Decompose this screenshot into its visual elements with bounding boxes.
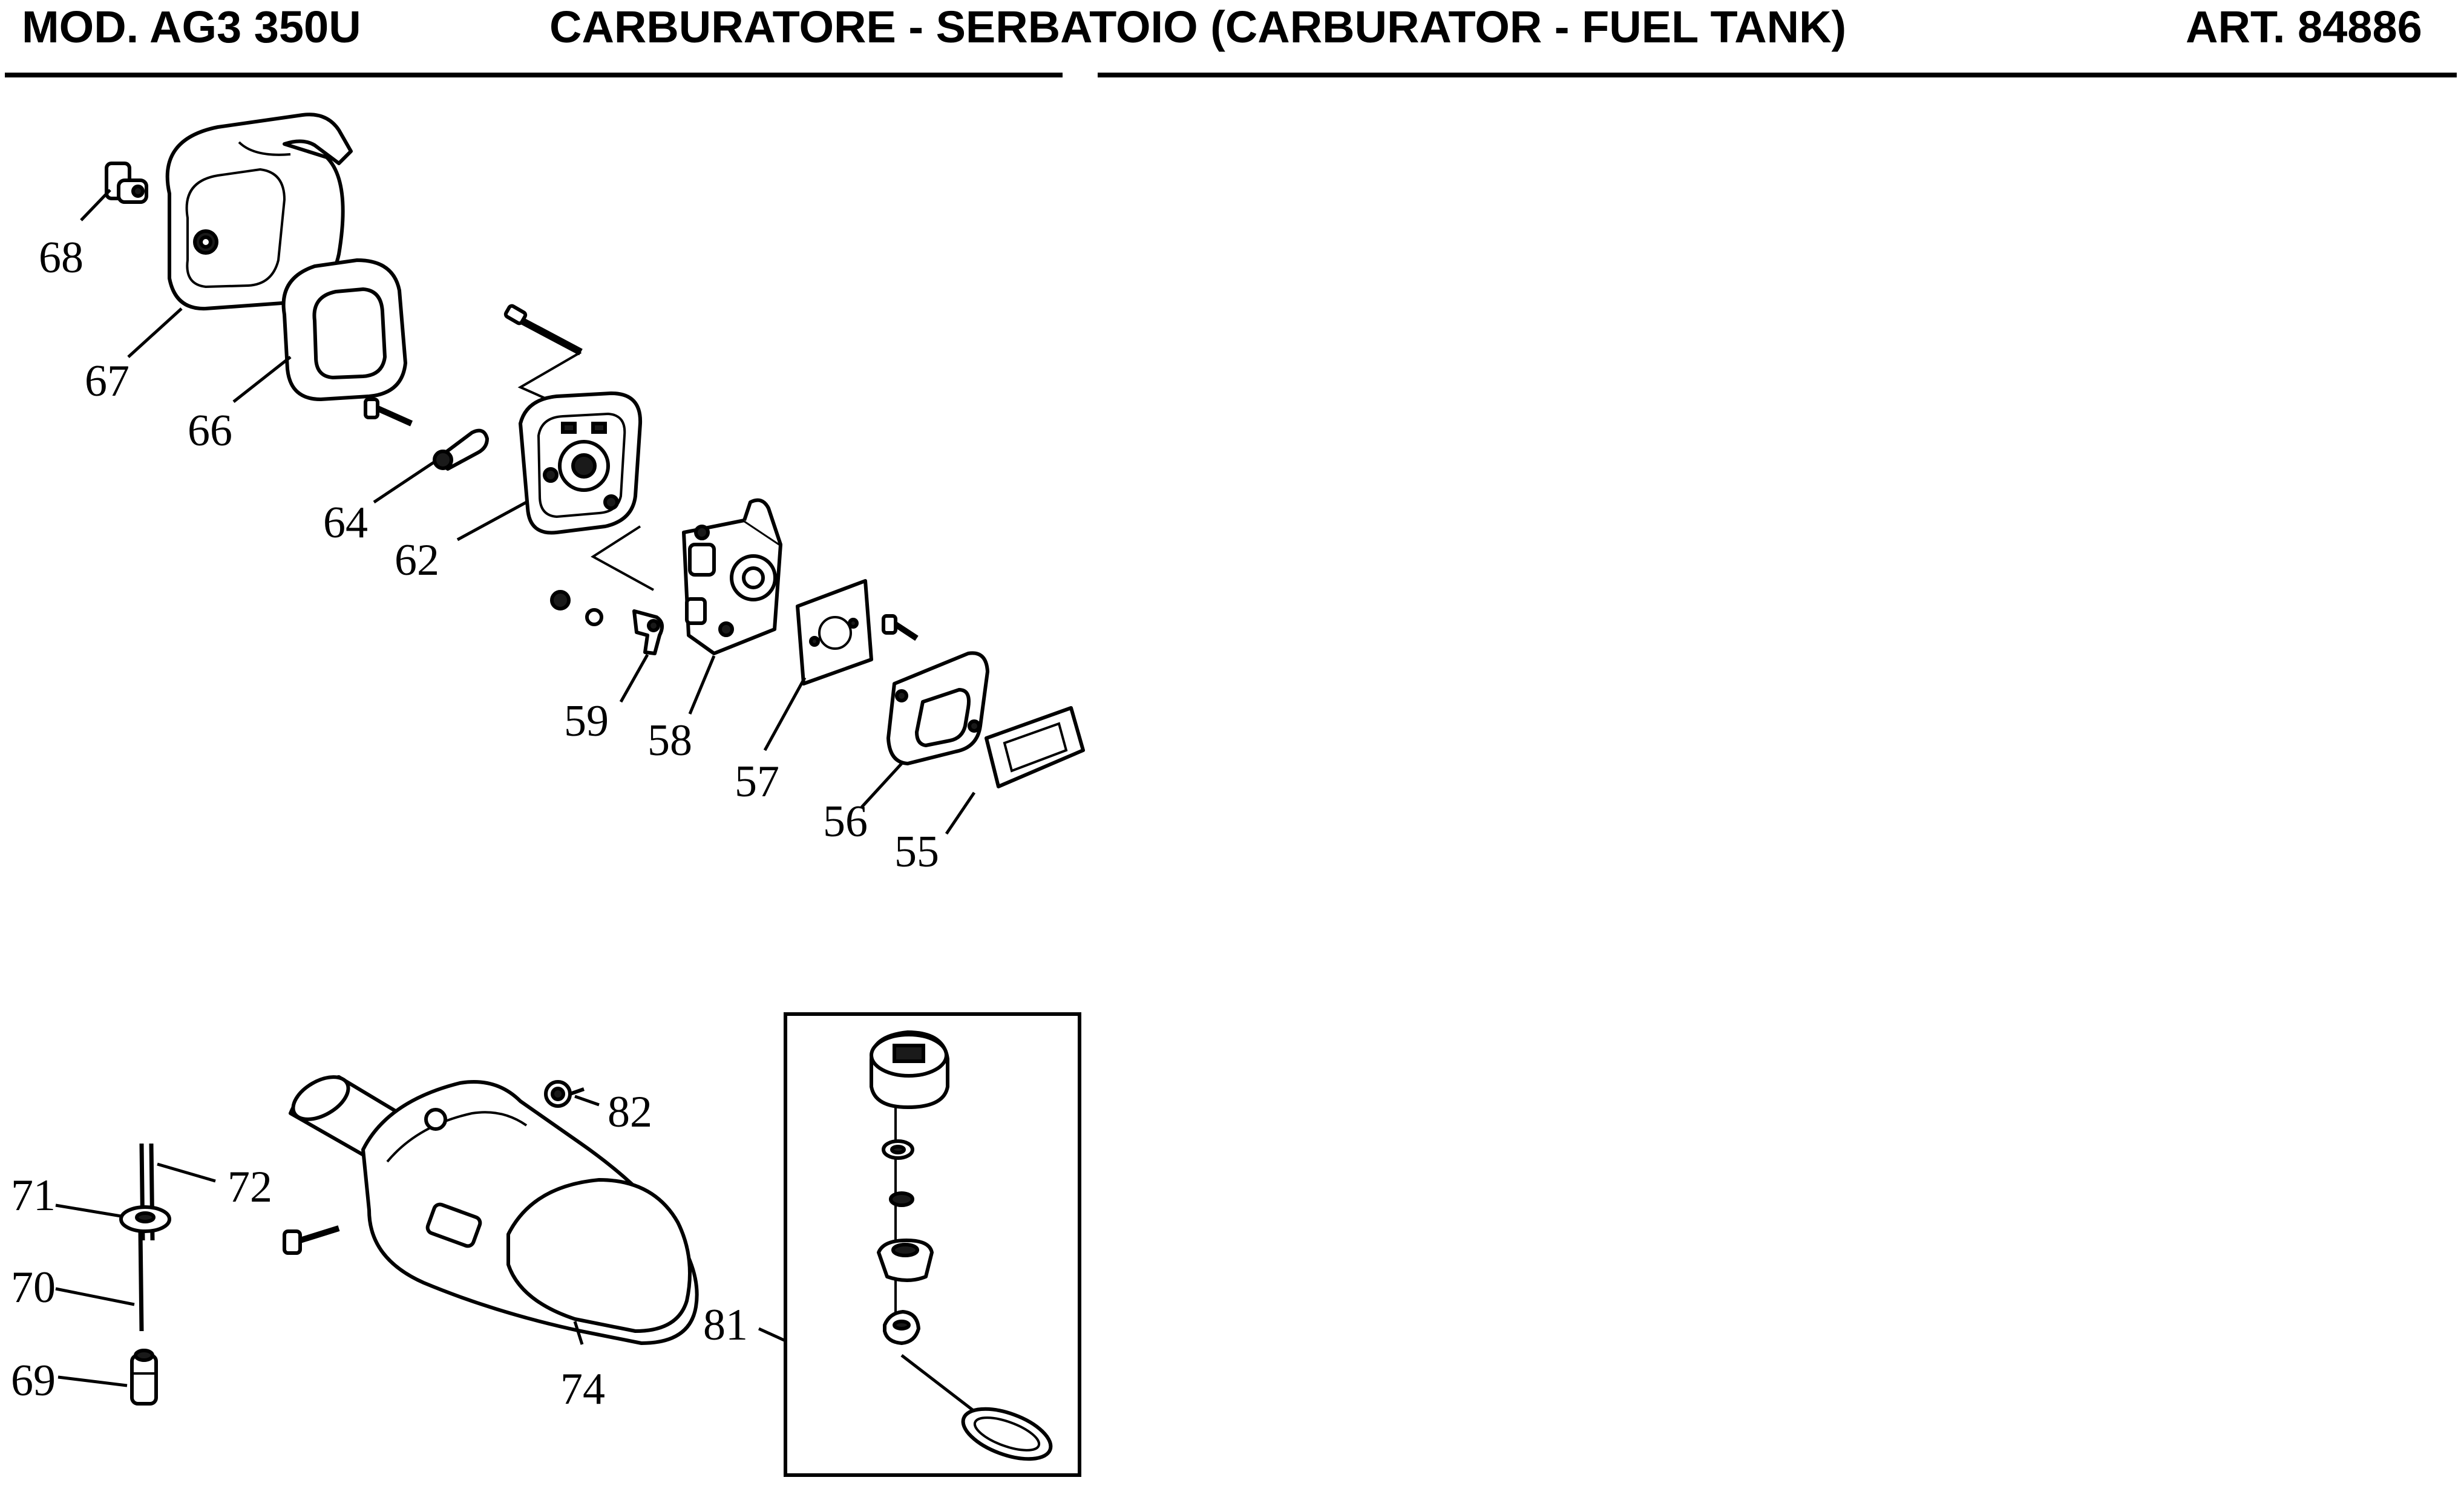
part-64-bolt-bracket [364,398,489,471]
leader-82 [574,1095,600,1107]
part-nut-washer [550,590,603,626]
part-57-gasket [796,579,873,686]
callout-55: 55 [894,827,939,877]
callout-74: 74 [560,1364,605,1414]
part-62-filter-base [519,391,654,591]
part-58-carburetor [682,498,782,655]
callout-62: 62 [395,535,439,585]
callout-64: 64 [323,498,368,548]
part-67-filter-cover [165,113,353,311]
leader-70 [55,1287,135,1306]
part-69-fuel-filter [130,1349,158,1406]
leader-59 [619,653,649,703]
leader-56 [860,762,903,808]
callout-72: 72 [228,1162,272,1212]
callout-71: 71 [11,1171,56,1220]
leader-72 [157,1162,216,1183]
leader-81 [758,1327,787,1343]
part-long-bolt [503,304,583,401]
leader-58 [688,655,716,715]
leader-68 [80,189,111,221]
callout-81: 81 [703,1300,748,1350]
callout-59: 59 [564,696,609,746]
leader-64 [373,459,437,504]
callout-69: 69 [11,1356,56,1406]
leader-57 [763,676,807,751]
callout-82: 82 [608,1087,652,1137]
callout-68: 68 [39,233,84,283]
callout-56: 56 [823,797,868,846]
leader-62 [456,500,528,542]
part-66-filter-element [281,258,407,401]
callout-66: 66 [188,406,232,456]
page-title: CARBURATORE - SERBATOIO (CARBURATOR - FU… [549,2,1847,52]
part-82-grommet [544,1080,585,1108]
part-55-manifold-gasket [985,706,1085,788]
part-tank-screw [283,1225,340,1255]
model-label: MOD. AG3 350U [22,2,361,52]
callout-58: 58 [647,716,692,765]
leader-71 [55,1203,122,1218]
part-56-intake-manifold [886,651,989,765]
part-screw-57 [882,614,919,641]
callout-70: 70 [11,1263,56,1312]
leader-74 [573,1321,584,1345]
leader-55 [945,791,976,835]
part-81-fuel-cap-kit [784,1012,1081,1477]
part-59-choke-lever [632,609,664,655]
part-71-grommet [119,1205,171,1233]
part-74-fuel-tank [289,1075,699,1345]
part-68-knob [105,162,148,204]
leader-66 [232,356,292,403]
article-number: ART. 84886 [2186,2,2422,52]
callout-67: 67 [85,356,129,406]
leader-67 [127,307,183,358]
callout-57: 57 [735,757,779,807]
leader-69 [57,1375,128,1387]
part-70-fuel-hose [138,1231,144,1332]
